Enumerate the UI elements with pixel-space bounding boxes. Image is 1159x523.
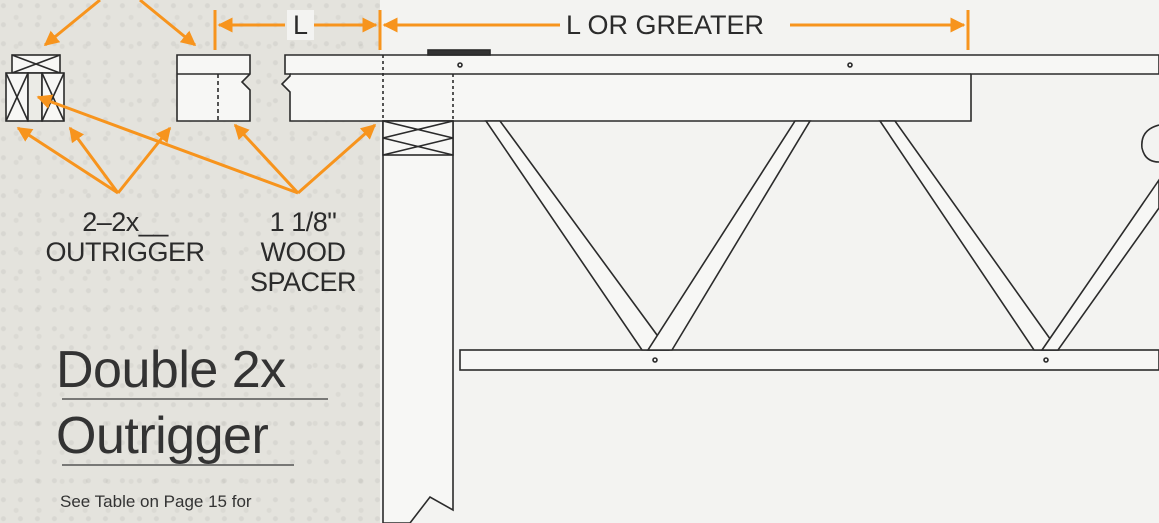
title-underlines (62, 398, 328, 466)
spacer-label-line2: WOOD (260, 237, 347, 267)
outrigger-label-line2: OUTRIGGER (45, 237, 205, 267)
dimension-l-label: L (287, 10, 315, 40)
truss-webs (484, 120, 1159, 351)
outrigger-member (280, 49, 1159, 122)
spacer-label: 1 1/8" WOOD SPACER (238, 207, 368, 297)
spacer-label-line3: SPACER (249, 267, 357, 297)
table-reference-note: See Table on Page 15 for (60, 492, 252, 511)
spacer-label-line1: 1 1/8" (269, 207, 337, 237)
dimension-lines (213, 10, 970, 50)
outrigger-label: 2–2x__ OUTRIGGER (30, 207, 220, 267)
truss-bottom-chord (459, 349, 1159, 371)
title-line2: Outrigger (56, 407, 269, 465)
leader-arrows (16, 0, 377, 195)
web-connector (1141, 124, 1159, 163)
outrigger-end-block (176, 54, 251, 122)
bearing-wall (382, 55, 454, 523)
dimension-l-or-greater-label: L OR GREATER (560, 10, 771, 40)
outrigger-label-line1: 2–2x__ (82, 207, 168, 237)
outrigger-section (5, 54, 65, 122)
title-line1: Double 2x (56, 341, 286, 399)
